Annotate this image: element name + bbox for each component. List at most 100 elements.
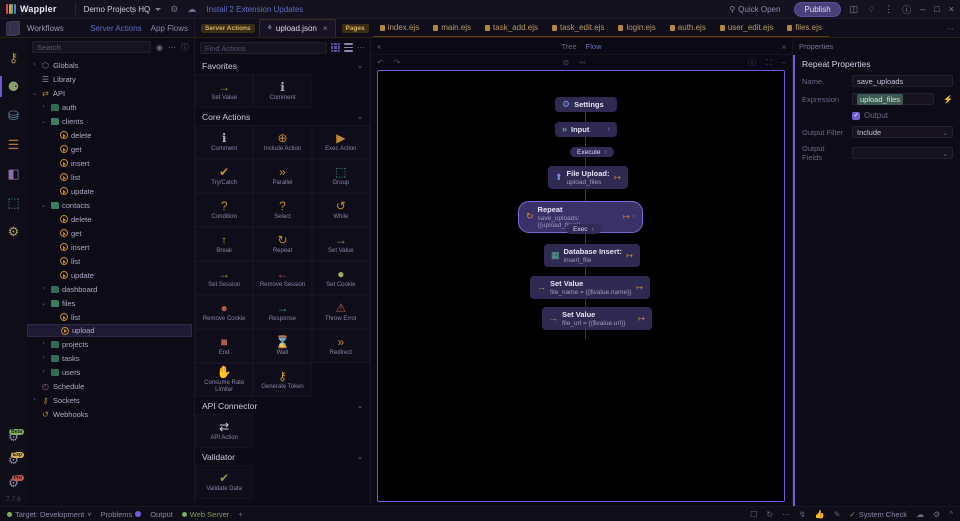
input-node[interactable]: »Input› [555,122,617,137]
git-button[interactable]: ⚙Beta [2,427,25,447]
action-while[interactable]: ↺While [311,193,370,227]
tree-item-dashboard[interactable]: ›dashboard [27,282,194,296]
no-entry-icon[interactable]: ⊘ [562,58,570,67]
tree-item-users[interactable]: ›users [27,365,194,379]
twisty-icon[interactable]: › [42,341,45,347]
return-value-icon[interactable]: ↦ [614,172,621,182]
rail-item-layers[interactable]: ⬚ [0,188,27,217]
chevron-down-icon[interactable]: ⌄ [357,63,363,70]
database-insert-node[interactable]: ▦Database Insert:insert_file↦ [544,244,640,267]
tree-item-api[interactable]: ⌄⇄API [27,86,194,100]
tree-item-insert[interactable]: insert [27,156,194,170]
plus-icon[interactable]: + [238,509,243,519]
tree-item-globals[interactable]: ›⬡Globals [27,58,194,72]
actions-section-validator[interactable]: Validator⌄ [195,448,370,465]
tree-item-delete[interactable]: delete [27,212,194,226]
action-select[interactable]: ?Select [253,193,312,227]
chevron-right-icon[interactable]: › [604,148,607,156]
twisty-icon[interactable]: › [42,369,45,375]
twisty-icon[interactable]: ⌄ [40,202,47,209]
file-upload-node[interactable]: ⬆File Upload:upload_files↦ [548,166,628,189]
action-break[interactable]: ↑Break [195,227,254,261]
return-value-icon[interactable]: ↦ [622,212,630,222]
tab-overflow-icon[interactable]: ⋯ [946,23,955,33]
tab-page-5[interactable]: auth.ejs [662,19,713,37]
checkbox-icon[interactable]: ✓ [852,111,860,120]
tab-page-7[interactable]: files.ejs [780,19,829,37]
undo-icon[interactable]: ↶ [377,58,384,67]
action-response[interactable]: →Response [253,295,312,329]
tree-item-get[interactable]: get [27,142,194,156]
maximize-button[interactable]: □ [934,4,940,14]
chevron-up-icon[interactable]: ^ [949,509,953,519]
twisty-icon[interactable]: › [33,62,36,68]
webserver-status[interactable]: Web Server [181,510,229,519]
tab-page-6[interactable]: user_edit.ejs [712,19,781,37]
twisty-icon[interactable]: ⌄ [31,90,38,97]
settings-node[interactable]: ⚙Settings [555,97,617,112]
tree-item-update[interactable]: update [27,184,194,198]
problems-status[interactable]: Problems [101,510,142,519]
tree-item-list[interactable]: list [27,170,194,184]
view-flow[interactable]: Flow [585,41,602,51]
tree-item-insert[interactable]: insert [27,240,194,254]
twisty-icon[interactable]: ⌄ [40,118,47,125]
chevron-right-icon[interactable]: › [607,126,610,133]
list-view-icon[interactable] [344,43,353,52]
tab-page-4[interactable]: login.ejs [611,19,663,37]
tree-item-library[interactable]: ☰Library [27,72,194,86]
action-api-action[interactable]: ⇄API Action [195,414,254,448]
wappler-pro-button[interactable]: ⚙Pro [2,473,25,493]
chevron-right-icon[interactable]: › [591,225,594,233]
tree-item-webhooks[interactable]: ↺Webhooks [27,407,194,421]
output-checkbox-row[interactable]: ✓ Output [802,111,953,120]
action-set-cookie[interactable]: ●Set Cookie [311,261,370,295]
output-status[interactable]: Output [150,510,173,519]
action-exec-action[interactable]: ▶Exec Action [311,125,370,159]
twisty-icon[interactable]: › [42,355,45,361]
restart-icon[interactable]: ↻ [766,509,774,519]
share-nodes-icon[interactable]: ↯ [799,509,806,519]
twisty-icon[interactable]: › [33,397,36,403]
expand-right-icon[interactable]: » [781,41,786,51]
help-circle-icon[interactable]: ⓘ [747,58,756,67]
minimize-button[interactable]: – [920,4,926,14]
help-circle-icon[interactable]: ⓘ [181,42,189,52]
action-validate-data[interactable]: ✔Validate Data [195,465,254,499]
execute-badge[interactable]: Execute› [570,147,614,157]
action-condition[interactable]: ?Condition [195,193,254,227]
close-icon[interactable]: × [322,23,328,33]
more-horizontal-icon[interactable]: ⋯ [168,42,176,52]
broken-link-icon[interactable]: ⇿ [579,58,586,67]
trash-icon[interactable]: ⚙ [933,509,941,519]
chevron-down-icon[interactable] [155,7,162,11]
flow-canvas[interactable]: ⚙Settings »Input› Execute› ⬆File Upload:upl… [377,70,785,502]
twisty-icon[interactable]: ⌄ [40,300,47,307]
thumbs-up-icon[interactable]: 👍 [814,509,825,519]
action-throw-error[interactable]: ⚠Throw Error [311,295,370,329]
gear-icon[interactable]: ⚙ [170,3,179,14]
help-circle-icon[interactable]: ⓘ [902,4,912,15]
tree-item-tasks[interactable]: ›tasks [27,351,194,365]
paint-icon[interactable]: ✎ [833,509,841,519]
settings-button[interactable]: ⚙Exp [2,450,25,470]
action-try-catch[interactable]: ✔Try/Catch [195,159,254,193]
action-repeat[interactable]: ↻Repeat [253,227,312,261]
return-value-icon[interactable]: ↦ [638,313,645,323]
tree-item-contacts[interactable]: ⌄contacts [27,198,194,212]
action-set-value[interactable]: →Set Value [311,227,370,261]
output-fields-select[interactable]: ⌄ [852,147,953,159]
tree-item-schedule[interactable]: ◴Schedule [27,379,194,393]
rail-item-app-flows[interactable]: ⚷ [0,43,27,72]
action-wait[interactable]: ⌛Wait [253,329,312,363]
name-field[interactable]: save_uploads [852,75,953,87]
tree-item-upload[interactable]: upload [27,324,192,337]
extension-updates-link[interactable]: Install 2 Extension Updates [206,4,304,14]
system-check-status[interactable]: ✓ System Check [849,510,907,519]
action-end[interactable]: ■End [195,329,254,363]
tab-upload-json[interactable]: ⚘ upload.json × [258,19,336,37]
